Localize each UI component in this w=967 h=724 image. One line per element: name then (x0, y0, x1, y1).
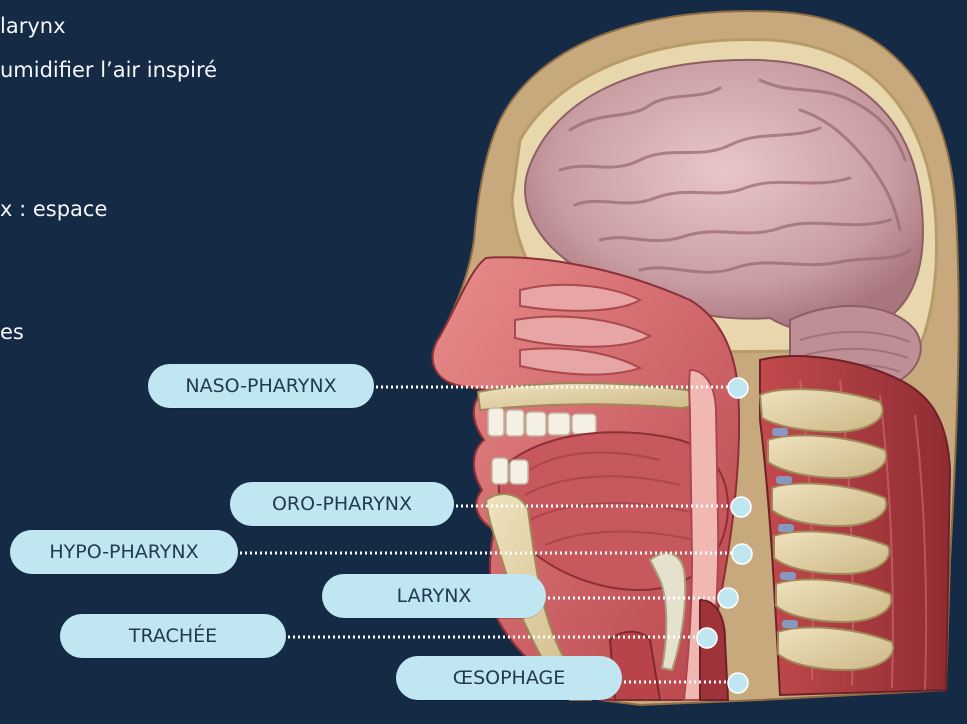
label-trachee: TRACHÉE (60, 614, 286, 658)
marker-trachee (697, 628, 717, 648)
marker-oro (731, 497, 751, 517)
label-larynx: LARYNX (322, 574, 546, 618)
lower-teeth (492, 458, 528, 484)
marker-hypo (732, 544, 752, 564)
label-hypo-pharynx: HYPO-PHARYNX (10, 530, 238, 574)
label-oro-pharynx: ORO-PHARYNX (230, 482, 454, 526)
label-oesophage: ŒSOPHAGE (396, 656, 622, 700)
marker-naso (728, 378, 748, 398)
marker-larynx (718, 588, 738, 608)
marker-oesophage (728, 673, 748, 693)
label-naso-pharynx: NASO-PHARYNX (148, 364, 374, 408)
